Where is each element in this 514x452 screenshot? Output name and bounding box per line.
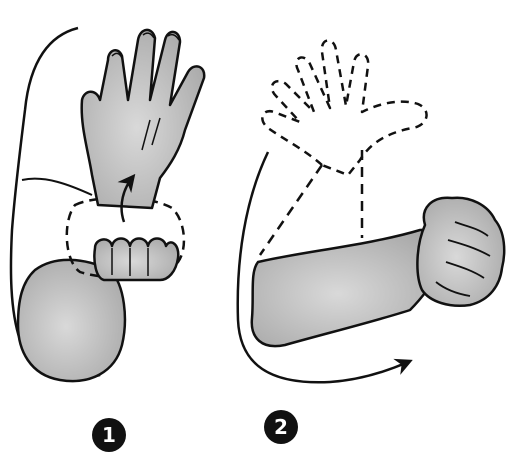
figure1-gripping-hand: [94, 239, 178, 281]
step-2-badge: 2: [264, 410, 298, 444]
figure-2: [238, 40, 504, 382]
figure2-forearm: [252, 230, 443, 346]
figure2-fist: [417, 198, 504, 306]
figure2-ghost-hand: [262, 40, 426, 175]
figure2-ghost-forearm-left: [260, 165, 322, 255]
figure-1: [11, 28, 204, 381]
step-1-badge: 1: [92, 418, 126, 452]
figure1-raised-hand: [82, 30, 205, 208]
figure1-sleeve-line: [22, 179, 92, 195]
